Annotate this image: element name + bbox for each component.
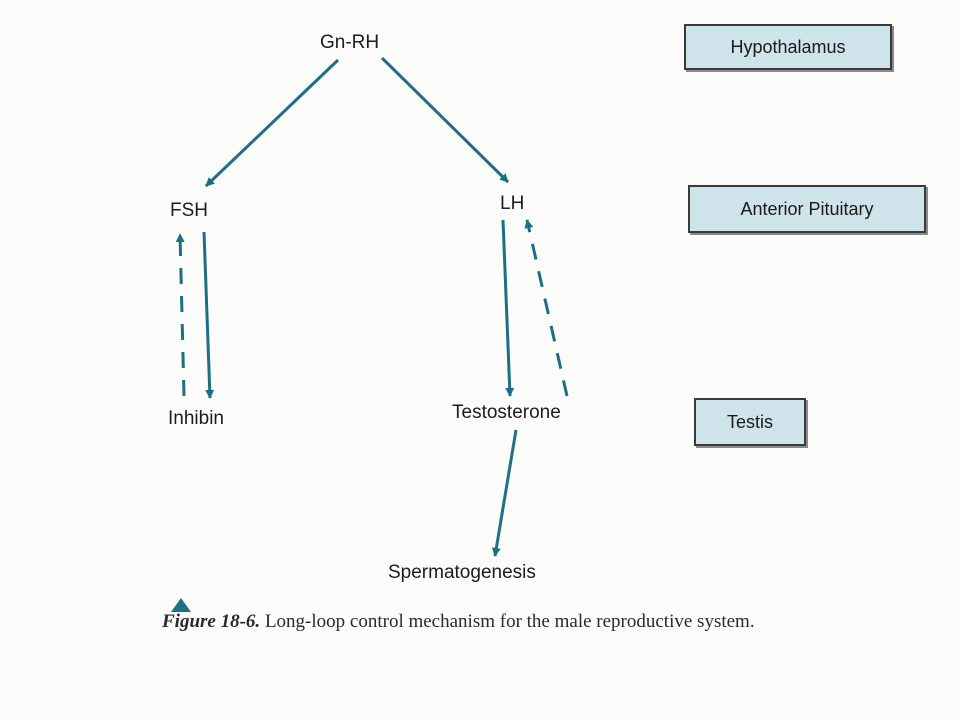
node-inhibin: Inhibin [168, 408, 224, 429]
figure-caption: Figure 18-6. Long-loop control mechanism… [162, 610, 952, 634]
arrow-fsh-to-inhibin [202, 231, 215, 399]
node-fsh: FSH [170, 200, 208, 221]
node-lh: LH [500, 193, 525, 214]
arrow-gnrh-to-fsh [204, 58, 340, 188]
triangle-up-icon [171, 598, 191, 612]
level-box-anterior-pituitary: Anterior Pituitary [688, 185, 926, 233]
arrow-gnrh-to-lh [380, 56, 510, 184]
node-gnrh: Gn-RH [320, 32, 380, 53]
level-box-hypothalamus: Hypothalamus [684, 24, 892, 70]
node-testosterone: Testosterone [452, 402, 561, 423]
figure-number: Figure 18-6. [162, 611, 261, 632]
caption-text: Long-loop control mechanism for the male… [260, 611, 755, 632]
arrow-inhibin-to-fsh-dashed [175, 233, 186, 397]
arrow-testosterone-to-lh-dashed [524, 219, 569, 397]
arrow-lh-to-testosterone [501, 219, 515, 397]
node-spermatogenesis: Spermatogenesis [388, 562, 536, 583]
arrow-testosterone-to-spermatogenesis [491, 429, 518, 557]
level-box-testis: Testis [694, 398, 806, 446]
